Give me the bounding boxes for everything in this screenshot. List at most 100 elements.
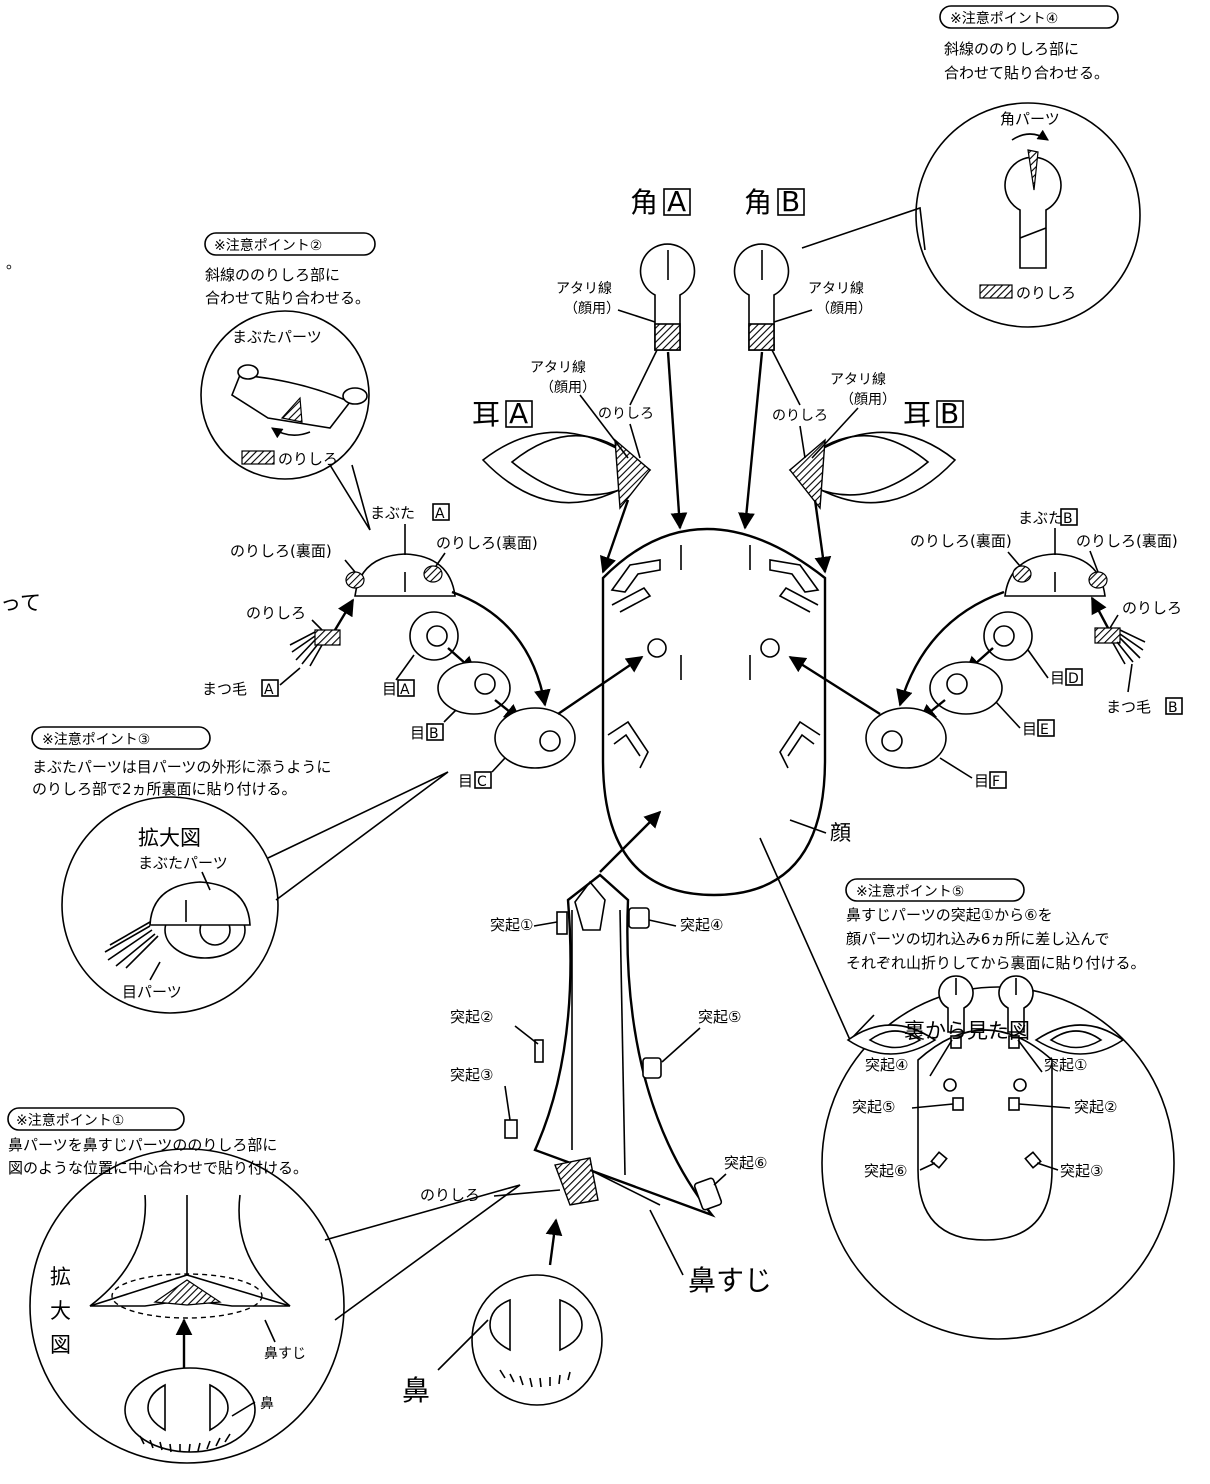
eyelid-a-letter: A [435,506,445,522]
note4-bubble-title: 角パーツ [1000,110,1060,128]
note4-line2: 合わせて貼り合わせる。 [944,64,1109,82]
note-2 [204,232,376,256]
note1-bubble-title-3: 図 [50,1333,71,1357]
ear-b-label: 耳 [903,398,931,431]
eye-b-letter: B [429,726,439,742]
ear-b-glue: のりしろ [772,408,828,424]
note4-bubble [801,102,1141,328]
lash-b-part [1094,627,1146,665]
ear-a-glue: のりしろ [598,406,654,422]
ear-a-part [481,431,652,510]
note5-line1: 鼻すじパーツの突起①から⑥を [846,906,1053,924]
note5-title: ※注意ポイント⑤ [856,883,964,900]
horn-a-label: 角 [630,186,658,219]
back-tab-3: 突起③ [1060,1162,1103,1180]
horn-a-letter: A [667,185,686,218]
note4-line1: 斜線ののりしろ部に [944,40,1079,58]
nose-ridge-part [504,873,723,1218]
eye-b-label: 目 [410,724,425,742]
note2-line2: 合わせて貼り合わせる。 [205,289,370,307]
note1-title: ※注意ポイント① [16,1112,124,1129]
ear-b-guide-sub: （顔用） [840,392,896,408]
note4-bubble-legend: のりしろ [1016,284,1076,302]
ear-a-label: 耳 [472,398,500,431]
tab-1-label: 突起① [490,916,533,934]
note2-line1: 斜線ののりしろ部に [205,266,340,284]
horn-b-guide-sub: （顔用） [816,301,872,317]
edge-text-1: 。 [6,254,21,272]
note4-title: ※注意ポイント④ [950,10,1058,27]
eye-c-label: 目 [458,772,473,790]
eye-d-label: 目 [1050,669,1065,687]
eye-e-letter: E [1040,722,1049,738]
note5-bubble-title: 裏から見た図 [904,1019,1030,1043]
horn-b-part [733,243,790,351]
eye-a-part [409,611,459,661]
eyelid-b-letter: B [1063,511,1073,527]
nose-ridge-label: 鼻すじ [688,1264,772,1297]
note3-title: ※注意ポイント③ [42,731,150,748]
nose-part [471,1274,603,1406]
note2-bubble-legend: のりしろ [278,450,338,468]
note3-bubble-eye: 目パーツ [122,983,182,1001]
tab-2-label: 突起② [450,1008,493,1026]
horn-a-part [639,243,696,351]
tab-5-label: 突起⑤ [698,1008,741,1026]
eye-d-part [983,611,1033,661]
eye-b-part [437,661,511,715]
lash-a-label: まつ毛 [202,680,247,698]
ear-b-guide: アタリ線 [830,372,886,388]
note1-line2: 図のような位置に中心合わせで貼り付ける。 [8,1159,308,1177]
note3-bubble [61,771,449,1014]
note2-title: ※注意ポイント② [214,237,322,254]
eye-e-label: 目 [1022,720,1037,738]
note1-line1: 鼻パーツを鼻すじパーツののりしろ部に [8,1136,277,1154]
eyelid-b-glue-back-1: のりしろ(裏面) [910,532,1012,550]
eyelid-a-label: まぶた [370,504,415,522]
note-1 [7,1107,185,1131]
horn-b-letter: B [781,185,800,218]
note5-line2: 顔パーツの切れ込み6ヵ所に差し込んで [846,930,1110,948]
lash-b-letter: B [1168,700,1178,716]
note5-line3: それぞれ山折りしてから裏面に貼り付ける。 [846,954,1146,972]
back-tab-4: 突起④ [865,1056,908,1074]
note3-line2: のりしろ部で2ヵ所裏面に貼り付ける。 [32,780,297,798]
eyelid-b-glue-back-2: のりしろ(裏面) [1076,532,1178,550]
note1-bubble [29,1148,521,1464]
lash-a-part [289,629,341,667]
ear-b-part [788,431,957,510]
eye-c-part [494,707,576,769]
horn-a-guide-sub: （顔用） [564,301,620,317]
eyelid-a-part [345,553,456,597]
eyelid-a-glue-back-2: のりしろ(裏面) [436,534,538,552]
lash-b-glue: のりしろ [1122,599,1182,617]
note5-bubble [759,837,1175,1340]
ear-a-guide-sub: （顔用） [540,380,596,396]
note1-bubble-title-2: 大 [50,1299,71,1323]
eye-e-part [929,661,1003,715]
tab-4-label: 突起④ [680,916,723,934]
back-tab-1: 突起① [1044,1056,1087,1074]
note3-bubble-eyelid: まぶたパーツ [138,854,228,872]
ear-a-guide: アタリ線 [530,360,586,376]
lash-a-letter: A [264,682,274,698]
eyelid-b-part [1004,553,1108,597]
eye-a-letter: A [400,682,410,698]
face-part [601,527,827,897]
eye-c-letter: C [477,774,487,790]
back-tab-2: 突起② [1074,1098,1117,1116]
note1-bubble-title-1: 拡 [50,1265,71,1289]
lash-b-label: まつ毛 [1106,698,1151,716]
eye-f-label: 目 [974,772,989,790]
note1-bubble-ridge: 鼻すじ [264,1345,306,1362]
horn-b-guide: アタリ線 [808,281,864,297]
eye-f-letter: F [992,774,1000,790]
back-tab-5: 突起⑤ [852,1098,895,1116]
horn-b-label: 角 [744,186,772,219]
ear-a-letter: A [509,397,528,430]
note3-bubble-title: 拡大図 [138,826,201,850]
edge-text-2: って [0,591,41,615]
note-4 [939,5,1119,29]
